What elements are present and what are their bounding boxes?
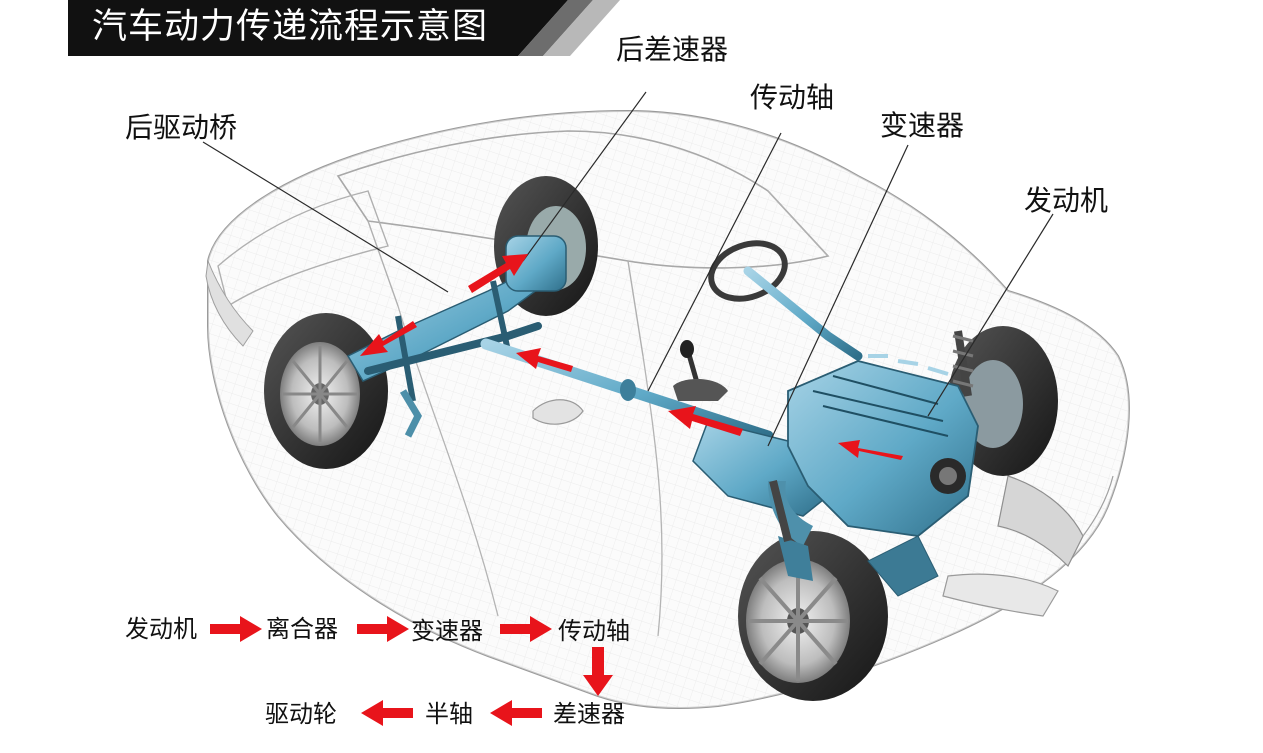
steering-assembly bbox=[708, 240, 863, 361]
flow-arrow-left-1 bbox=[490, 700, 542, 726]
flow-drive-wheel: 驱动轮 bbox=[265, 700, 337, 728]
arrow-transmission-to-shaft bbox=[668, 406, 743, 436]
arrow-to-rear-diff bbox=[468, 254, 528, 293]
label-drive-shaft: 传动轴 bbox=[750, 81, 835, 114]
label-rear-drive-axle: 后驱动桥 bbox=[125, 111, 238, 144]
title-banner bbox=[68, 0, 620, 56]
flow-arrow-right-1 bbox=[210, 616, 262, 642]
flow-engine: 发动机 bbox=[125, 615, 197, 643]
flow-drive-shaft: 传动轴 bbox=[558, 617, 630, 645]
flow-arrow-left-2 bbox=[361, 700, 413, 726]
flow-clutch: 离合器 bbox=[266, 615, 338, 643]
flow-half-shaft: 半轴 bbox=[425, 700, 473, 728]
flow-arrow-down bbox=[583, 647, 613, 696]
flow-arrow-right-2 bbox=[357, 616, 409, 642]
front-left-wheel bbox=[738, 531, 888, 701]
label-transmission: 变速器 bbox=[880, 109, 965, 142]
flow-arrow-right-3 bbox=[500, 616, 552, 642]
arrow-engine-to-transmission bbox=[838, 440, 903, 460]
diagram-title: 汽车动力传递流程示意图 bbox=[92, 7, 489, 47]
flow-transmission: 变速器 bbox=[411, 617, 483, 645]
power-flow-arrows bbox=[360, 254, 903, 460]
front-suspension bbox=[769, 330, 974, 542]
leader-lines bbox=[202, 91, 1054, 447]
engine-block bbox=[768, 354, 979, 597]
label-rear-differential: 后差速器 bbox=[616, 33, 729, 66]
label-engine: 发动机 bbox=[1024, 184, 1109, 217]
gear-shifter bbox=[673, 340, 728, 401]
arrow-to-rear-wheel bbox=[360, 321, 417, 356]
flow-differential: 差速器 bbox=[553, 700, 625, 728]
arrow-shaft-rear bbox=[516, 348, 573, 372]
car-powertrain-illustration bbox=[202, 91, 1130, 709]
